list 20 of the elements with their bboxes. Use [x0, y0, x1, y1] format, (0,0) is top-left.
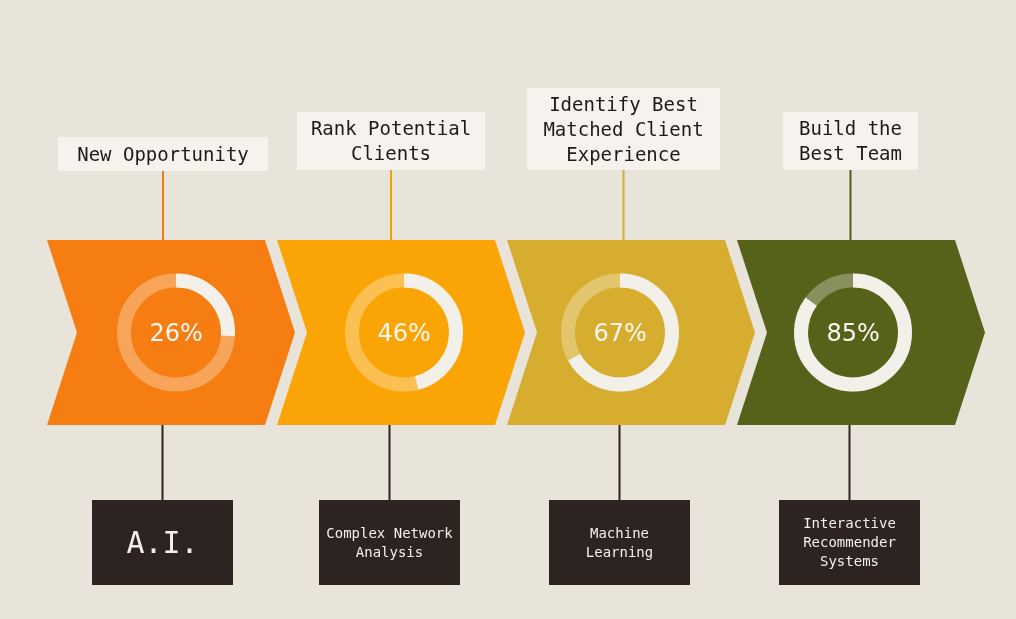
percentage-label: 26%	[149, 318, 203, 347]
technology-box: Interactive Recommender Systems	[779, 500, 920, 585]
connector-line	[849, 169, 852, 241]
step-label: Rank Potential Clients	[297, 112, 485, 170]
step-label: New Opportunity	[58, 137, 268, 171]
connector-line	[390, 169, 392, 241]
connector-line	[618, 424, 621, 501]
technology-box: Machine Learning	[549, 500, 690, 585]
connector-line	[388, 424, 391, 501]
technology-box: A.I.	[92, 500, 233, 585]
connector-line	[161, 424, 164, 501]
connector-line	[848, 424, 851, 501]
technology-box: Complex Network Analysis	[319, 500, 460, 585]
connector-line	[162, 170, 164, 241]
connector-line	[622, 169, 625, 241]
step-label: Build the Best Team	[783, 112, 918, 170]
percentage-label: 85%	[826, 318, 880, 347]
step-label: Identify Best Matched Client Experience	[527, 88, 720, 170]
percentage-label: 46%	[377, 318, 431, 347]
percentage-label: 67%	[593, 318, 647, 347]
